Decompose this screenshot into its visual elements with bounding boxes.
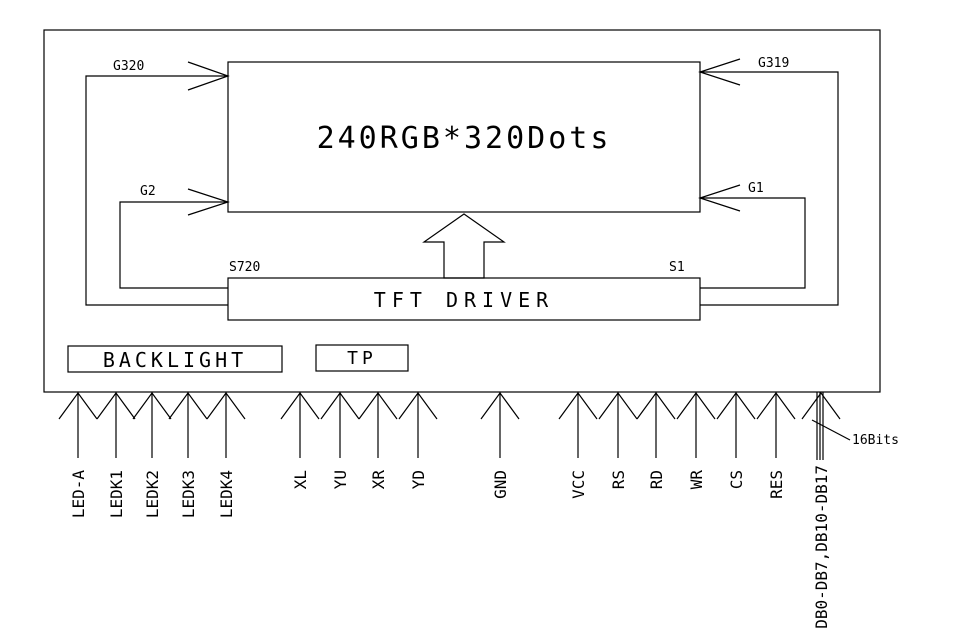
g2-arrowhead (187, 188, 230, 216)
pin-arrowhead-xr (358, 391, 398, 420)
pin-label-ledk3: LEDK3 (179, 470, 198, 518)
backlight-box (67, 345, 283, 373)
panel-title: 240RGB*320Dots (317, 121, 612, 156)
pin-arrowhead-yd (398, 391, 438, 420)
pin-label-rd: RD (647, 470, 666, 489)
g320-label: G320 (113, 59, 144, 74)
lcd-panel (227, 61, 701, 213)
pin-arrowhead-res (756, 391, 796, 420)
pin-label-rs: RS (609, 470, 628, 489)
g320-line (85, 75, 228, 306)
s720-label: S720 (229, 260, 260, 275)
pin-labels: LED-A LEDK1 LEDK2 LEDK3 LEDK4 XL YU XR YD GND VCC R… (69, 465, 831, 629)
bus-leader-line (811, 419, 851, 441)
pin-label-yd: YD (409, 470, 428, 489)
pin-label-xr: XR (369, 470, 388, 490)
pin-arrowhead-ledk2 (132, 391, 172, 420)
pin-arrowhead-ledk3 (168, 391, 208, 420)
module-frame (43, 29, 881, 393)
pin-arrowhead-ledk1 (96, 391, 136, 420)
pin-arrowhead-rs (598, 391, 638, 420)
pin-label-led-a: LED-A (69, 470, 88, 519)
g319-label: G319 (758, 56, 789, 71)
data-flow-arrow (422, 213, 506, 279)
pin-arrowhead-xl (280, 391, 320, 420)
pin-arrowhead-ledk4 (206, 391, 246, 420)
g320-arrowhead (187, 61, 230, 91)
pin-arrows (58, 391, 841, 458)
pin-label-ledk2: LEDK2 (143, 470, 162, 518)
s1-label: S1 (669, 260, 685, 275)
pin-label-res: RES (767, 470, 786, 499)
g1-arrowhead (698, 184, 741, 212)
pin-arrowhead-rd (636, 391, 676, 420)
g2-line (119, 201, 228, 289)
pin-label-wr: WR (687, 470, 706, 490)
backlight-label: BACKLIGHT (103, 348, 247, 372)
pin-label-xl: XL (291, 470, 310, 489)
tp-label: TP (347, 348, 377, 369)
pin-label-cs: CS (727, 470, 746, 489)
pin-arrowhead-yu (320, 391, 360, 420)
g1-label: G1 (748, 181, 764, 196)
pin-arrowhead-gnd (480, 391, 520, 420)
pin-arrowhead-wr (676, 391, 716, 420)
tp-box (315, 344, 409, 372)
g319-arrowhead (698, 58, 741, 86)
pin-label-ledk4: LEDK4 (217, 470, 236, 518)
pin-label-vcc: VCC (569, 470, 588, 499)
pin-arrowhead-db (801, 391, 841, 420)
pin-arrowhead-cs (716, 391, 756, 420)
bus-width-label: 16Bits (852, 433, 899, 448)
g2-label: G2 (140, 184, 156, 199)
pin-label-db: DB0-DB7,DB10-DB17 (812, 465, 831, 629)
pin-label-gnd: GND (491, 470, 510, 499)
pin-label-ledk1: LEDK1 (107, 470, 126, 518)
g319-line (700, 71, 839, 306)
pin-arrowhead-vcc (558, 391, 598, 420)
pin-arrowhead-led-a (58, 391, 98, 420)
pin-label-yu: YU (331, 470, 350, 489)
driver-label: TFT DRIVER (374, 288, 554, 312)
g1-line (700, 197, 806, 289)
